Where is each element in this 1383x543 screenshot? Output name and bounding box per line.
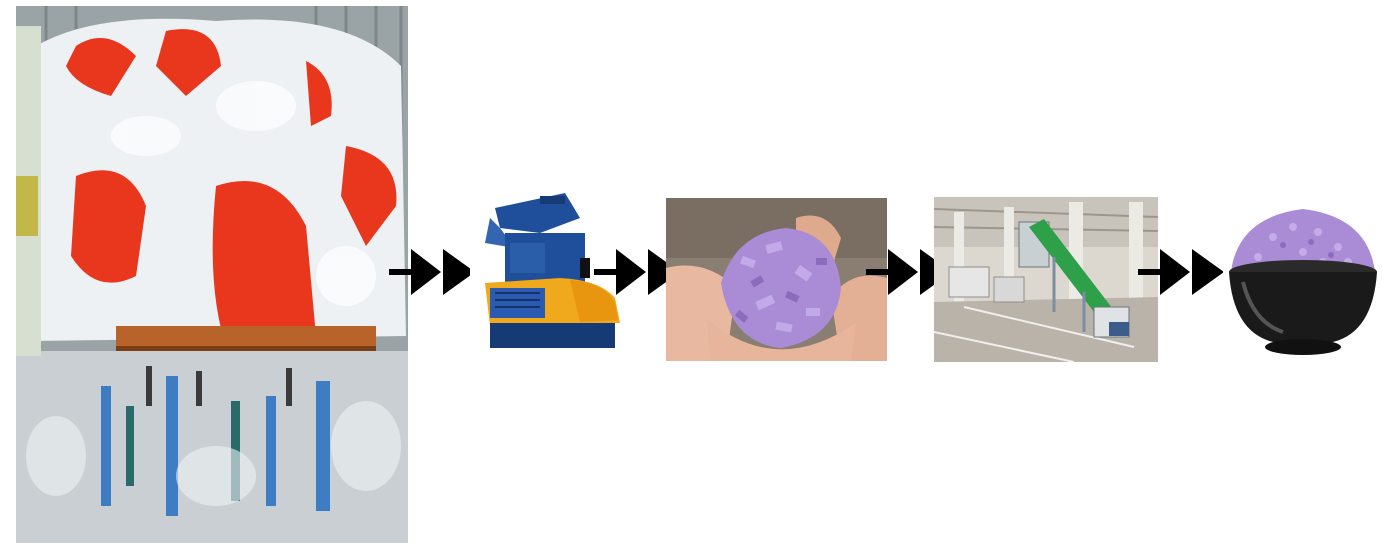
- washing-line-conveyor-factory-photo: [934, 197, 1158, 362]
- plastic-waste-bales-photo: [16, 6, 408, 543]
- shredded-plastic-flakes-in-hands-photo: [666, 198, 887, 361]
- double-arrow-right-icon: [389, 249, 475, 295]
- plastic-pellets-in-bowl-photo: [1223, 197, 1383, 363]
- double-arrow-right-icon: [1138, 249, 1224, 295]
